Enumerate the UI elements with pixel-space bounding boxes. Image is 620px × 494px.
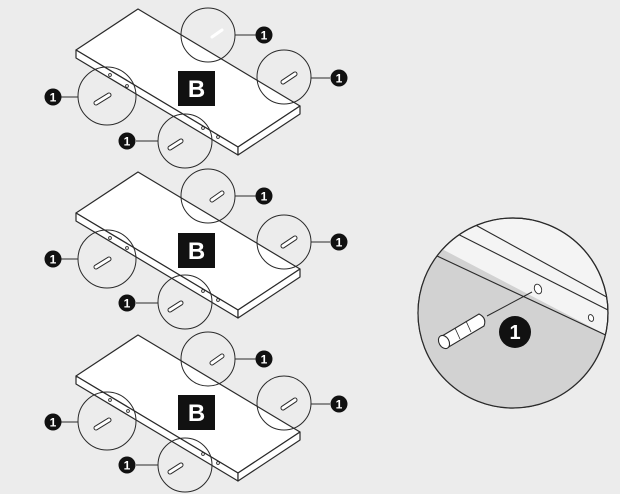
part-label-badge: B — [178, 395, 215, 430]
part-number-badge: 1 — [44, 88, 62, 106]
part-number-badge: 1 — [330, 395, 348, 413]
callout-top: 1 — [180, 7, 273, 63]
part-number: 1 — [261, 353, 268, 367]
part-number-badge: 1 — [44, 250, 62, 268]
callout-left: 1 — [44, 66, 137, 126]
callout-left: 1 — [44, 391, 137, 451]
part-number: 1 — [50, 416, 57, 430]
part-number: 1 — [336, 72, 343, 86]
part-label: B — [188, 238, 205, 265]
part-number-badge: 1 — [330, 233, 348, 251]
part-number-badge: 1 — [330, 69, 348, 87]
part-label-badge: B — [178, 71, 215, 106]
callout-right: 1 — [256, 214, 348, 270]
dowel-icon — [280, 71, 298, 85]
part-number: 1 — [50, 253, 57, 267]
dowel-icon — [209, 190, 225, 203]
dowel-icon — [93, 417, 112, 431]
detail-holes — [533, 283, 595, 322]
dowel-icon — [167, 138, 184, 151]
part-number-badge: 1 — [499, 316, 531, 348]
assembly-1: 1 1 1 — [44, 7, 348, 169]
dowel-icon — [209, 353, 225, 366]
part-number: 1 — [50, 91, 57, 105]
part-number: 1 — [124, 459, 131, 473]
part-number: 1 — [261, 190, 268, 204]
part-number: 1 — [261, 29, 268, 43]
callout-left: 1 — [44, 229, 137, 289]
part-label: B — [188, 76, 205, 103]
dowel-icon — [167, 300, 184, 313]
callout-bottom: 1 — [118, 274, 213, 330]
dowel-icon — [93, 256, 112, 270]
detail-magnifier: 1 — [417, 217, 609, 409]
part-number-badge: 1 — [44, 413, 62, 431]
part-number-badge: 1 — [118, 294, 136, 312]
callout-bottom: 1 — [118, 113, 213, 169]
callout-top: 1 — [180, 168, 273, 224]
dowel-icon — [280, 397, 298, 411]
dowel-icon — [280, 235, 298, 249]
dowel-icon — [93, 92, 112, 106]
assembly-2: 1 1 1 — [44, 168, 348, 330]
dowel-icon — [210, 28, 224, 39]
part-number-badge: 1 — [255, 26, 273, 44]
dowel-icon — [167, 462, 184, 475]
part-number: 1 — [336, 398, 343, 412]
callout-right: 1 — [256, 375, 348, 431]
part-number: 1 — [124, 135, 131, 149]
dowel-icon — [437, 313, 486, 350]
callout-right: 1 — [256, 49, 348, 105]
part-number: 1 — [124, 297, 131, 311]
callout-bottom: 1 — [118, 437, 213, 493]
part-number: 1 — [336, 236, 343, 250]
part-number-badge: 1 — [255, 187, 273, 205]
part-number-badge: 1 — [118, 456, 136, 474]
part-label-badge: B — [178, 233, 215, 268]
part-number-badge: 1 — [255, 350, 273, 368]
part-number: 1 — [509, 322, 520, 344]
assembly-3: 1 1 1 — [44, 331, 348, 493]
part-label: B — [188, 400, 205, 427]
callout-top: 1 — [180, 331, 273, 387]
part-number-badge: 1 — [118, 132, 136, 150]
